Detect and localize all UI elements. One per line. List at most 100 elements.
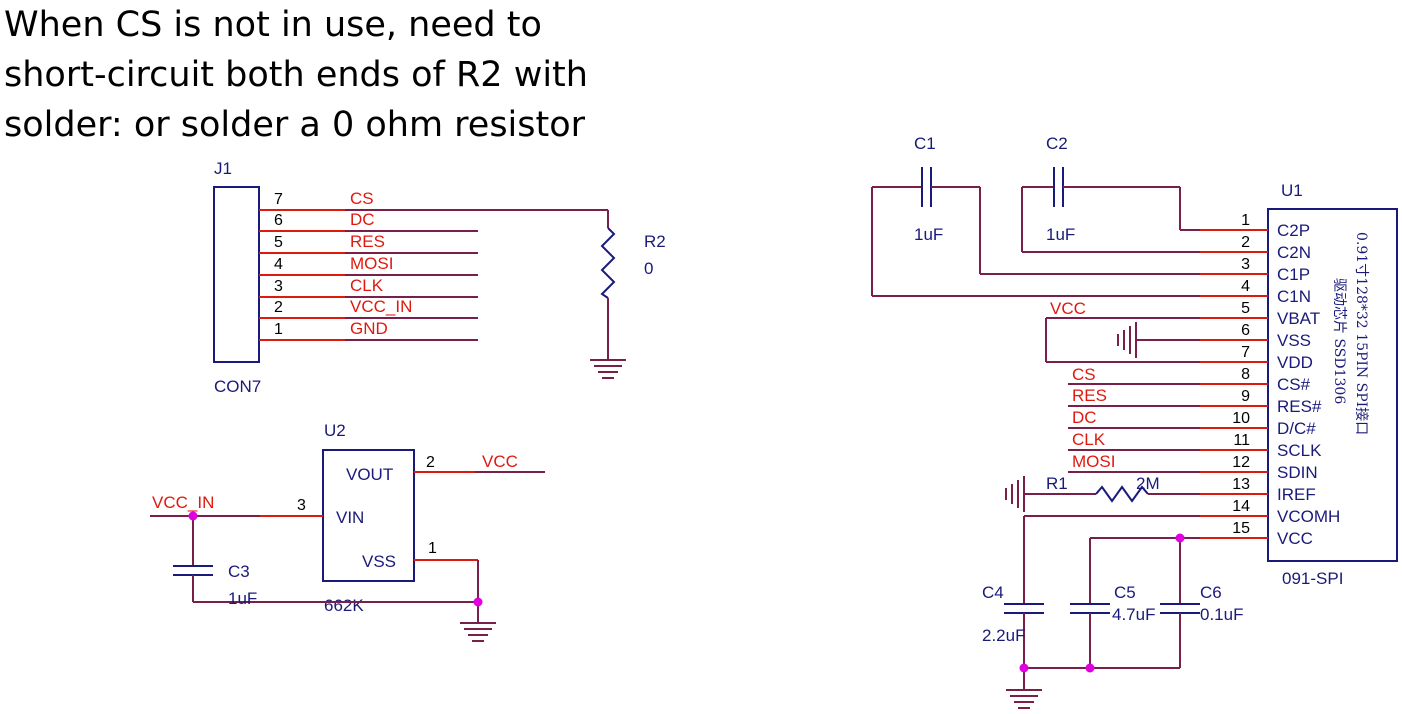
j1-net-label: RES — [350, 232, 385, 251]
capacitor-c2: C2 1uF — [1021, 134, 1200, 253]
ground-icon — [460, 622, 496, 642]
u1-net-clk: CLK — [1072, 430, 1106, 449]
u1-pin-num: 3 — [1241, 256, 1250, 273]
connector-j1: J1 CON7 7 CS 6 DC 5 RES 4 MOSI 3 CLK 2 V… — [213, 159, 608, 396]
j1-net-label: GND — [350, 319, 388, 338]
r2-value: 0 — [644, 259, 653, 278]
u1-description-line-1: 0.91寸128*32 15PIN SPI接口 — [1353, 232, 1370, 435]
u1-net-res: RES — [1072, 386, 1107, 405]
u1-net-mosi: MOSI — [1072, 452, 1115, 471]
j1-value: CON7 — [214, 377, 261, 396]
c1-ref: C1 — [914, 134, 936, 153]
u2-pin-vss: VSS — [362, 552, 396, 571]
j1-pin-num: 2 — [274, 299, 283, 316]
oled-module-u1: U1 091-SPI 0.91寸128*32 15PIN SPI接口 驱动芯片 … — [1200, 181, 1398, 588]
j1-net-label: CS — [350, 189, 374, 208]
u1-pin-name: C1N — [1277, 287, 1311, 306]
u1-pin-num: 6 — [1241, 322, 1250, 339]
c3-value: 1uF — [228, 589, 257, 608]
u1-pin-name: VCOMH — [1277, 507, 1340, 526]
c6-ref: C6 — [1200, 583, 1222, 602]
c3-ref: C3 — [228, 562, 250, 581]
junction-dot — [1019, 663, 1029, 673]
u1-ref: U1 — [1281, 181, 1303, 200]
u1-pin-num: 7 — [1241, 344, 1250, 361]
c5-value: 4.7uF — [1112, 605, 1155, 624]
u1-pin-num: 11 — [1233, 432, 1250, 449]
u1-pin-num: 4 — [1241, 278, 1250, 295]
ground-icon — [590, 359, 626, 379]
u1-net-cs: CS — [1072, 365, 1096, 384]
u2-pin-vin: VIN — [336, 508, 364, 527]
u1-pin-name: VBAT — [1277, 309, 1320, 328]
j1-pin-num: 7 — [274, 191, 283, 208]
u1-pin-name: SCLK — [1277, 441, 1322, 460]
u2-pin-num: 2 — [426, 454, 435, 471]
resistor-r1: R1 2M — [1005, 474, 1200, 512]
c4-ref: C4 — [982, 583, 1004, 602]
j1-pin-num: 5 — [274, 234, 283, 251]
u1-signal-nets: CS RES DC CLK MOSI — [1068, 365, 1200, 473]
j1-ref: J1 — [214, 159, 232, 178]
u2-pin-vout: VOUT — [346, 465, 393, 484]
u1-pin-num: 14 — [1232, 498, 1250, 515]
resistor-r2: R2 0 — [590, 210, 666, 379]
u1-pin-name: C2P — [1277, 221, 1310, 240]
junction-dot — [1175, 533, 1185, 543]
ground-icon — [1117, 322, 1137, 358]
r1-value: 2M — [1136, 474, 1160, 493]
c6-value: 0.1uF — [1200, 605, 1243, 624]
ground-icon — [1005, 476, 1025, 512]
junction-dot — [188, 511, 198, 521]
u1-net-dc: DC — [1072, 408, 1097, 427]
u1-pin-name: VSS — [1277, 331, 1311, 350]
u1-pin-num: 10 — [1232, 410, 1250, 427]
u1-pin-name: CS# — [1277, 375, 1311, 394]
u1-pin-name: VDD — [1277, 353, 1313, 372]
j1-body — [213, 186, 260, 363]
c2-value: 1uF — [1046, 225, 1075, 244]
j1-net-label: MOSI — [350, 254, 393, 273]
c5-ref: C5 — [1114, 583, 1136, 602]
u2-ref: U2 — [324, 421, 346, 440]
instruction-note: When CS is not in use, need to short-cir… — [4, 0, 704, 150]
u2-pin-num: 3 — [297, 497, 306, 514]
u2-net-vcc-in: VCC_IN — [152, 493, 214, 512]
c1-value: 1uF — [914, 225, 943, 244]
u1-pin-name: D/C# — [1277, 419, 1316, 438]
note-line-3: solder: or solder a 0 ohm resistor — [4, 105, 586, 145]
regulator-u2: U2 662K VOUT VIN VSS 2 VCC 3 VCC_IN 1 C3… — [150, 421, 545, 642]
capacitor-c1: C1 1uF — [871, 134, 1200, 297]
note-line-2: short-circuit both ends of R2 with — [4, 55, 588, 95]
u2-pin-num: 1 — [428, 540, 437, 557]
j1-pin-num: 3 — [274, 278, 283, 295]
j1-net-label: DC — [350, 210, 375, 229]
u1-description-line-2: 驱动芯片 SSD1306 — [1331, 278, 1347, 404]
ground-icon — [1006, 689, 1042, 709]
junction-dot — [473, 597, 483, 607]
note-line-1: When CS is not in use, need to — [4, 5, 542, 45]
u1-pin-num: 13 — [1232, 476, 1250, 493]
u1-pin-num: 12 — [1232, 454, 1250, 471]
j1-pin-num: 1 — [274, 321, 283, 338]
u1-pin-name: SDIN — [1277, 463, 1318, 482]
u1-pin-num: 9 — [1241, 388, 1250, 405]
u1-pin-name: C1P — [1277, 265, 1310, 284]
u1-value: 091-SPI — [1282, 569, 1343, 588]
u2-value: 662K — [324, 596, 364, 615]
r1-ref: R1 — [1046, 474, 1068, 493]
u1-net-vcc: VCC — [1050, 299, 1086, 318]
u1-pin-name: RES# — [1277, 397, 1322, 416]
u1-power-wiring: VCC — [1045, 299, 1200, 363]
u1-pin-num: 2 — [1241, 234, 1250, 251]
u1-pin-name: C2N — [1277, 243, 1311, 262]
u1-pin-name: IREF — [1277, 485, 1316, 504]
c4-value: 2.2uF — [982, 626, 1025, 645]
j1-pin-num: 4 — [274, 256, 283, 273]
u1-pin-num: 15 — [1232, 520, 1250, 537]
c2-ref: C2 — [1046, 134, 1068, 153]
j1-net-label: VCC_IN — [350, 297, 412, 316]
j1-net-label: CLK — [350, 276, 384, 295]
u1-pin-num: 5 — [1241, 300, 1250, 317]
u1-pin-num: 1 — [1241, 212, 1250, 229]
